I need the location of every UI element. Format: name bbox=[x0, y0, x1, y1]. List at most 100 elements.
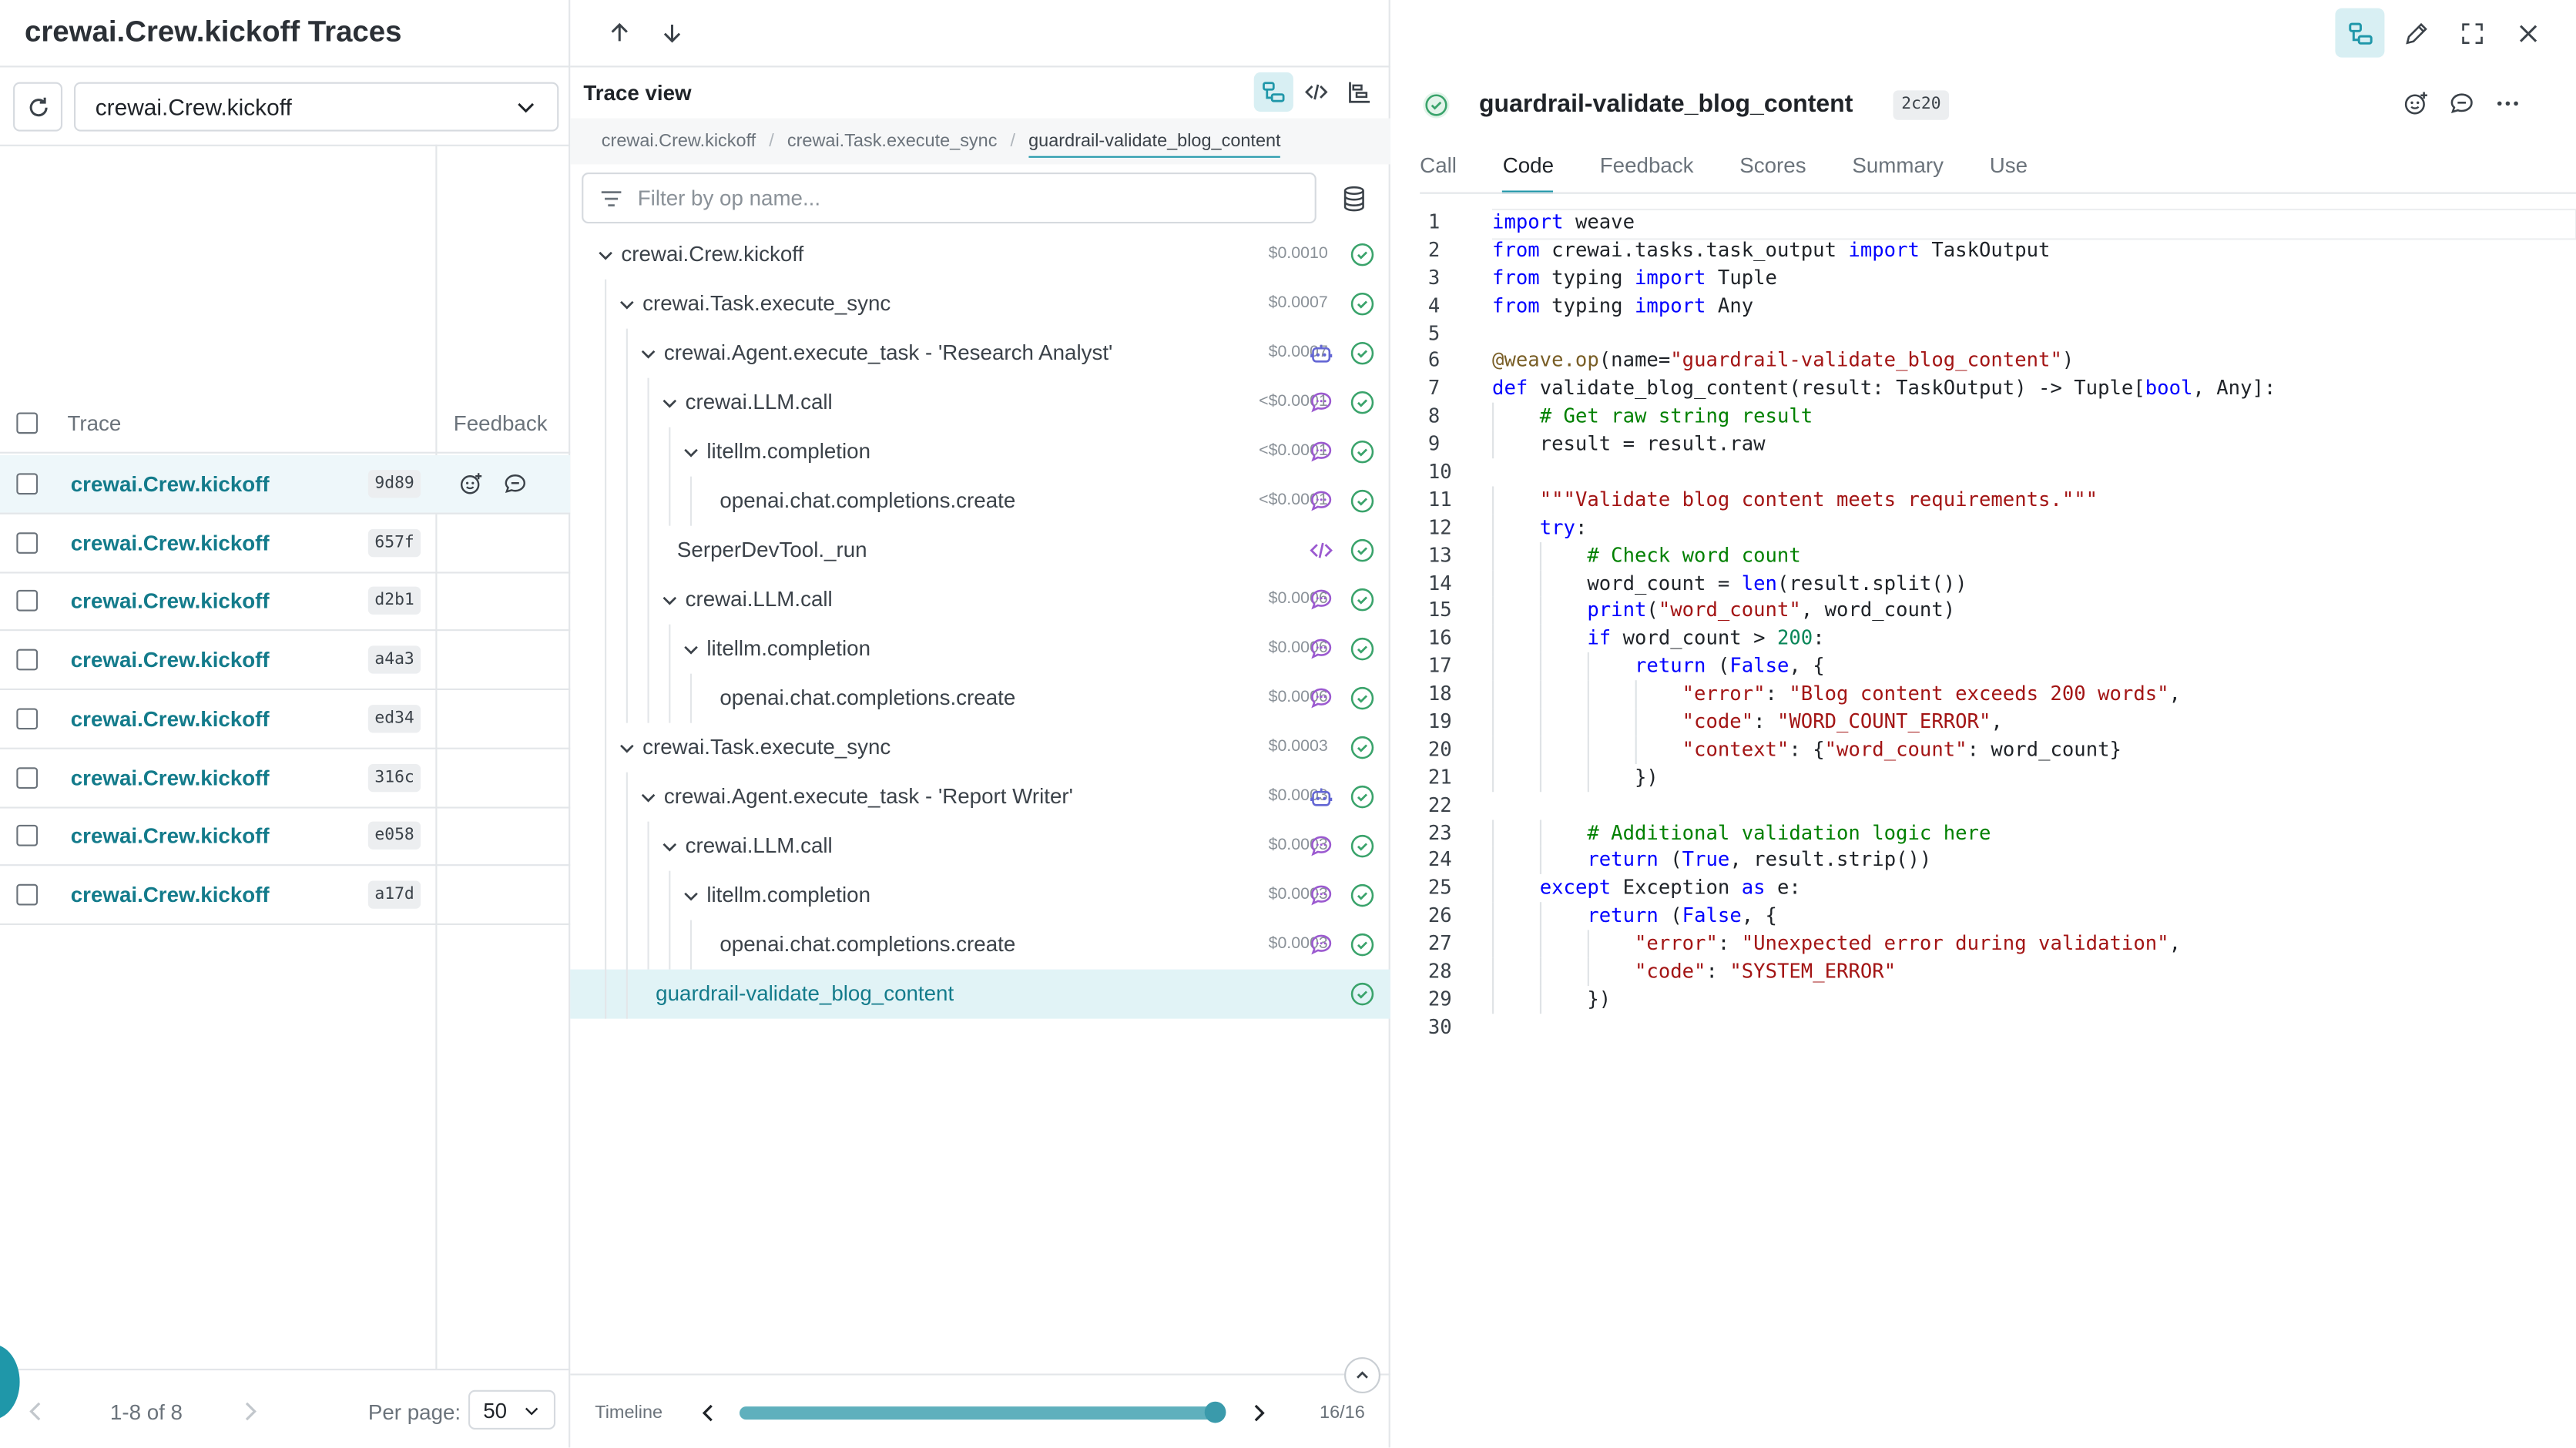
trace-name[interactable]: crewai.Crew.kickoff bbox=[70, 471, 270, 497]
trace-name[interactable]: crewai.Crew.kickoff bbox=[70, 588, 270, 614]
trace-id-badge: e058 bbox=[367, 822, 421, 850]
trace-tree-node[interactable]: openai.chat.completions.create$0.0006 bbox=[570, 674, 1390, 723]
chevron-right-icon[interactable] bbox=[1250, 1403, 1266, 1423]
chevron-down-icon[interactable] bbox=[639, 345, 657, 363]
trace-tree-node[interactable]: crewai.LLM.call$0.0003 bbox=[570, 822, 1390, 871]
tab-scores[interactable]: Scores bbox=[1739, 153, 1806, 178]
code-line: 25 except Exception as e: bbox=[1420, 874, 2576, 903]
chevron-down-icon[interactable] bbox=[682, 887, 699, 905]
chevron-left-icon[interactable] bbox=[700, 1403, 716, 1423]
trace-tree-node[interactable]: crewai.LLM.call<$0.0001 bbox=[570, 378, 1390, 427]
add-reaction-icon[interactable] bbox=[2403, 90, 2429, 116]
more-icon[interactable] bbox=[2494, 90, 2521, 116]
chevron-down-icon[interactable] bbox=[661, 838, 679, 856]
edit-button[interactable] bbox=[2391, 8, 2440, 58]
indent-guide bbox=[1492, 403, 1494, 431]
trace-tree-node[interactable]: crewai.LLM.call$0.0006 bbox=[570, 575, 1390, 625]
chat-icon bbox=[1311, 934, 1332, 955]
chevron-down-icon[interactable] bbox=[596, 246, 614, 264]
trace-tree-node[interactable]: crewai.Task.execute_sync$0.0003 bbox=[570, 723, 1390, 773]
tab-feedback[interactable]: Feedback bbox=[1599, 153, 1694, 178]
tab-code[interactable]: Code bbox=[1502, 153, 1555, 194]
breadcrumb-item[interactable]: crewai.Task.execute_sync bbox=[787, 131, 998, 152]
indent-guide bbox=[1492, 763, 1494, 792]
arrow-down-icon[interactable] bbox=[661, 22, 684, 45]
chevron-down-icon[interactable] bbox=[661, 592, 679, 609]
database-icon[interactable] bbox=[1343, 186, 1366, 212]
row-checkbox[interactable] bbox=[16, 883, 39, 906]
row-checkbox[interactable] bbox=[16, 766, 39, 788]
trace-tree-node[interactable]: litellm.completion$0.0006 bbox=[570, 625, 1390, 674]
trace-tree-node[interactable]: litellm.completion<$0.0001 bbox=[570, 427, 1390, 477]
trace-name[interactable]: crewai.Crew.kickoff bbox=[70, 823, 270, 849]
row-checkbox[interactable] bbox=[16, 590, 39, 612]
trace-tree-node[interactable]: crewai.Crew.kickoff$0.0010 bbox=[570, 230, 1390, 280]
trace-tree-node[interactable]: openai.chat.completions.create<$0.0001 bbox=[570, 477, 1390, 526]
trace-name[interactable]: crewai.Crew.kickoff bbox=[70, 706, 270, 731]
fullscreen-button[interactable] bbox=[2447, 8, 2496, 58]
trace-tree-node[interactable]: crewai.Agent.execute_task - 'Research An… bbox=[570, 329, 1390, 378]
trace-tree-node[interactable]: SerperDevTool._run bbox=[570, 526, 1390, 575]
trace-name[interactable]: crewai.Crew.kickoff bbox=[70, 530, 270, 555]
tree-view-button[interactable] bbox=[1253, 72, 1293, 112]
tree-guide-line bbox=[626, 772, 628, 1019]
column-header-trace[interactable]: Trace bbox=[67, 411, 122, 436]
call-id-badge[interactable]: 2c20 bbox=[1893, 90, 1950, 120]
comment-button[interactable] bbox=[503, 471, 528, 496]
chevron-right-icon[interactable] bbox=[240, 1400, 260, 1423]
column-header-feedback[interactable]: Feedback bbox=[453, 411, 548, 436]
tab-call[interactable]: Call bbox=[1420, 153, 1457, 178]
per-page-select[interactable]: 50 bbox=[468, 1389, 556, 1430]
trace-tree-node[interactable]: crewai.Task.execute_sync$0.0007 bbox=[570, 280, 1390, 329]
trace-name[interactable]: crewai.Crew.kickoff bbox=[70, 765, 270, 790]
chevron-down-icon[interactable] bbox=[661, 394, 679, 412]
chevron-down-icon[interactable] bbox=[618, 296, 636, 313]
table-row[interactable]: crewai.Crew.kickoff e058 bbox=[0, 807, 571, 866]
row-checkbox[interactable] bbox=[16, 649, 39, 671]
timeline-view-button[interactable] bbox=[1340, 72, 1379, 112]
divider bbox=[0, 65, 571, 68]
tab-use[interactable]: Use bbox=[1989, 153, 2028, 178]
trace-node-cost: <$0.0001 bbox=[1259, 441, 1328, 461]
chevron-down-icon[interactable] bbox=[618, 739, 636, 757]
op-select[interactable]: crewai.Crew.kickoff bbox=[73, 82, 559, 132]
timeline-slider-handle[interactable] bbox=[1204, 1401, 1226, 1423]
breadcrumb-item[interactable]: crewai.Crew.kickoff bbox=[601, 131, 756, 152]
chevron-down-icon[interactable] bbox=[682, 444, 699, 461]
trace-tree-node[interactable]: guardrail-validate_blog_content bbox=[570, 969, 1390, 1019]
tree-guide-line bbox=[689, 476, 693, 526]
collapse-button[interactable] bbox=[1344, 1357, 1380, 1394]
code-view-button[interactable] bbox=[1296, 72, 1336, 112]
chevron-down-icon[interactable] bbox=[639, 789, 657, 806]
trace-name[interactable]: crewai.Crew.kickoff bbox=[70, 882, 270, 907]
row-checkbox[interactable] bbox=[16, 708, 39, 729]
add-reaction-button[interactable] bbox=[458, 471, 483, 496]
select-all-checkbox[interactable] bbox=[16, 412, 39, 434]
trace-tree-node[interactable]: openai.chat.completions.create$0.0003 bbox=[570, 920, 1390, 970]
breadcrumb-item-current[interactable]: guardrail-validate_blog_content bbox=[1028, 131, 1281, 157]
comment-icon[interactable] bbox=[2449, 90, 2475, 116]
row-checkbox[interactable] bbox=[16, 531, 39, 554]
chevron-left-icon[interactable] bbox=[26, 1400, 46, 1423]
arrow-up-icon[interactable] bbox=[608, 22, 631, 45]
trace-tree-node[interactable]: litellm.completion$0.0003 bbox=[570, 871, 1390, 920]
trace-name[interactable]: crewai.Crew.kickoff bbox=[70, 647, 270, 672]
chevron-down-icon[interactable] bbox=[682, 641, 699, 659]
row-checkbox[interactable] bbox=[16, 473, 39, 495]
refresh-button[interactable] bbox=[13, 82, 63, 132]
row-checkbox[interactable] bbox=[16, 825, 39, 847]
tree-view-toggle-button[interactable] bbox=[2335, 8, 2385, 58]
trace-tree-node[interactable]: crewai.Agent.execute_task - 'Report Writ… bbox=[570, 773, 1390, 822]
close-button[interactable] bbox=[2503, 8, 2552, 58]
filter-input[interactable]: Filter by op name... bbox=[582, 172, 1317, 224]
tab-summary[interactable]: Summary bbox=[1852, 153, 1944, 178]
timeline-slider[interactable] bbox=[739, 1406, 1216, 1420]
